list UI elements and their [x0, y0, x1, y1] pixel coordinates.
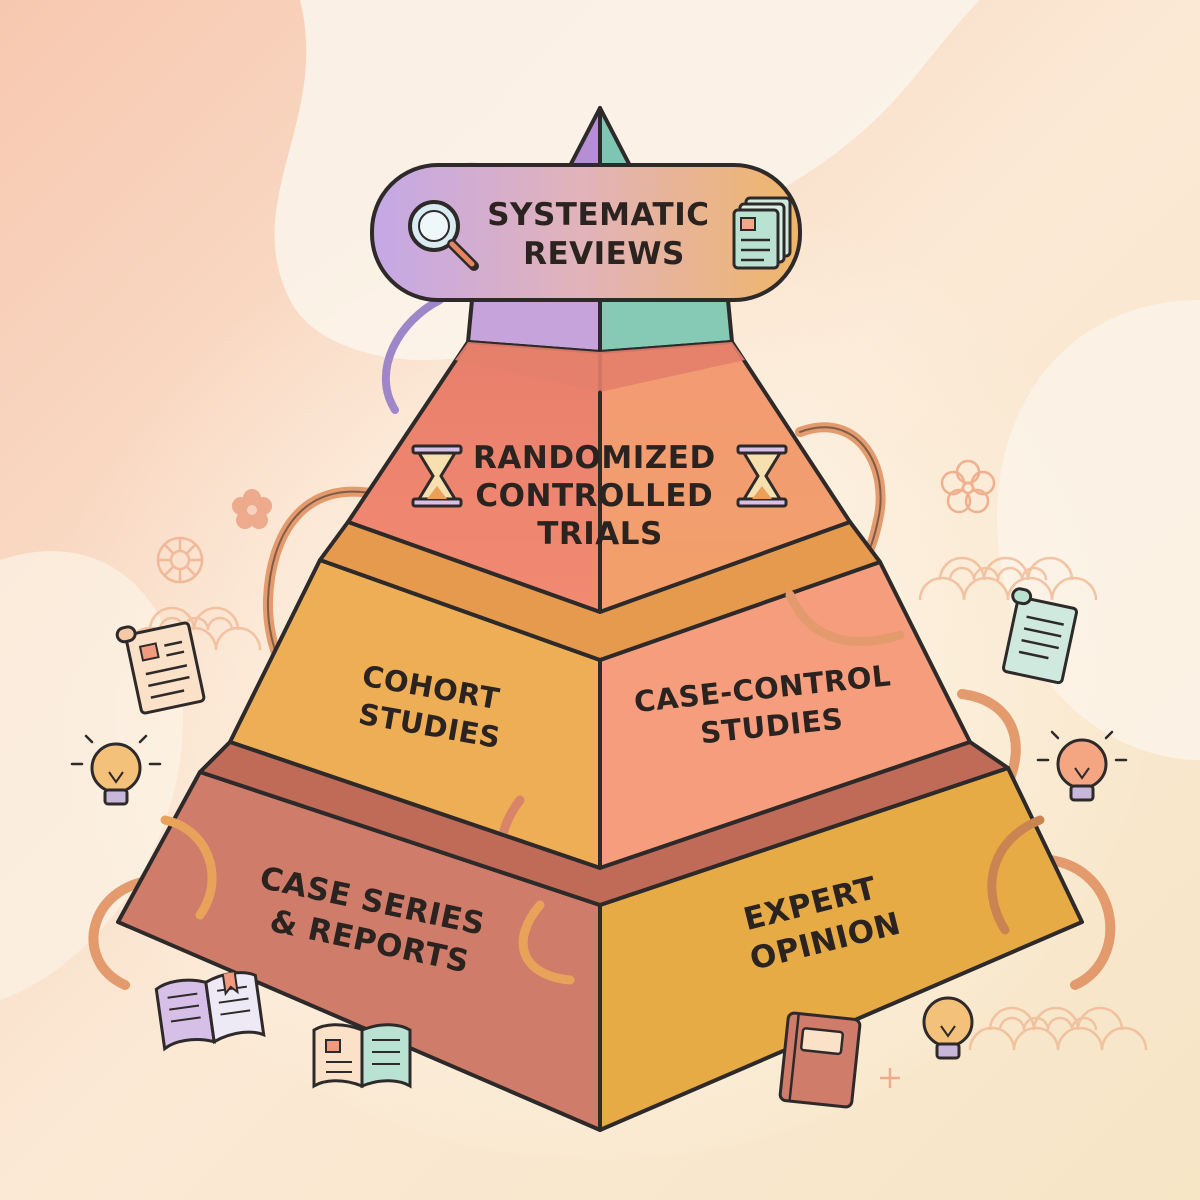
notebook-icon [778, 1011, 862, 1109]
hourglass-icon [411, 444, 463, 508]
scroll-icon [115, 621, 206, 715]
scroll-icon [1001, 587, 1079, 685]
purple-connector [381, 296, 444, 414]
wave-pattern-icon [968, 1006, 1148, 1051]
wave-pattern-icon [918, 556, 1098, 601]
magnifier-icon [408, 200, 479, 271]
wave-pattern-icon [126, 606, 262, 651]
tier-cohort-casecontrol [228, 520, 972, 875]
flower-icon [232, 489, 272, 529]
open-book-icon [312, 1023, 412, 1089]
lightbulb-icon [70, 734, 162, 806]
sparkle-icon [880, 1068, 900, 1088]
lightbulb-icon [922, 996, 974, 1060]
tier-case-series-expert [116, 740, 1084, 1132]
documents-icon [732, 196, 792, 270]
label-randomized-controlled-trials: RANDOMIZED CONTROLLED TRIALS [473, 440, 727, 552]
label-systematic-reviews: SYSTEMATIC REVIEWS [487, 197, 721, 272]
lightbulb-icon [1036, 730, 1128, 802]
flower-icon [940, 459, 996, 514]
open-book-icon [154, 971, 266, 1052]
hourglass-icon [736, 444, 788, 508]
flower-icon [156, 536, 204, 584]
tier-systematic-reviews [370, 162, 802, 302]
